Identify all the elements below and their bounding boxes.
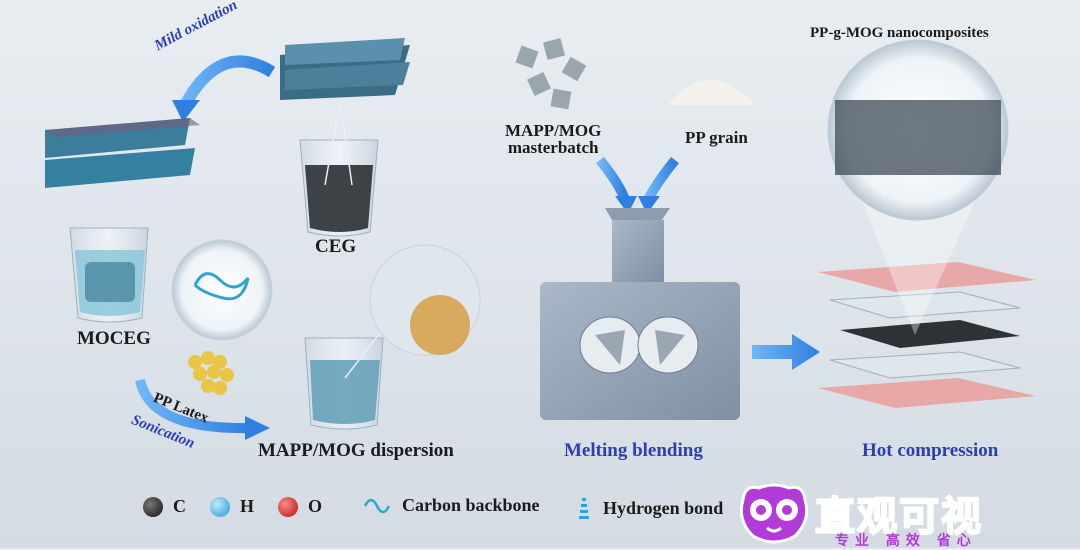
pp-g-mog-label: PP-g-MOG nanocomposites [810,25,989,41]
pp-grain-pile [668,80,755,105]
hot-compression-label: Hot compression [862,440,999,461]
legend-carbon-backbone: Carbon backbone [362,494,540,516]
watermark-text: 直观可视 [814,493,983,541]
legend-hydrogen: H [210,496,254,517]
molecule-bubble [171,239,273,341]
moceg-beaker [69,227,149,323]
pp-latex-particles [188,351,234,395]
ceg-beaker [299,99,379,237]
masterbatch-label: MAPP/MOG masterbatch [505,121,602,157]
hot-compression-stack [818,262,1036,408]
oxygen-atom-icon [278,496,298,517]
pp-grain-arrow [643,156,679,203]
ceg-layers-illustration [280,38,410,100]
watermark-logo: 直观可视 专业 高效 省心 [735,478,1080,549]
ceg-label: CEG [315,236,357,257]
carbon-backbone-icon [363,498,391,514]
masterbatch-arrow [596,156,630,202]
dispersion-label: MAPP/MOG dispersion [258,440,454,461]
melting-blending-label: Melting blending [564,440,703,461]
melt-blender [540,208,740,420]
watermark-subtext: 专业 高效 省心 [835,533,977,549]
dispersion-beaker [304,319,391,430]
owl-mascot-icon [739,483,809,544]
moceg-label: MOCEG [77,328,151,349]
masterbatch-flakes [515,37,587,110]
carbon-atom-icon [143,496,163,517]
compression-arrow [752,334,820,370]
mild-oxidation-arrow [179,55,276,108]
hydrogen-bond-icon [579,498,589,519]
hydrogen-atom-icon [210,496,230,517]
legend-oxygen: O [278,496,322,517]
legend-carbon: C [143,496,186,517]
legend-hydrogen-bond: Hydrogen bond [575,496,723,520]
oxidized-layers-illustration [45,118,200,188]
pp-grain-label: PP grain [685,128,748,147]
sonication-arrow [135,378,251,434]
